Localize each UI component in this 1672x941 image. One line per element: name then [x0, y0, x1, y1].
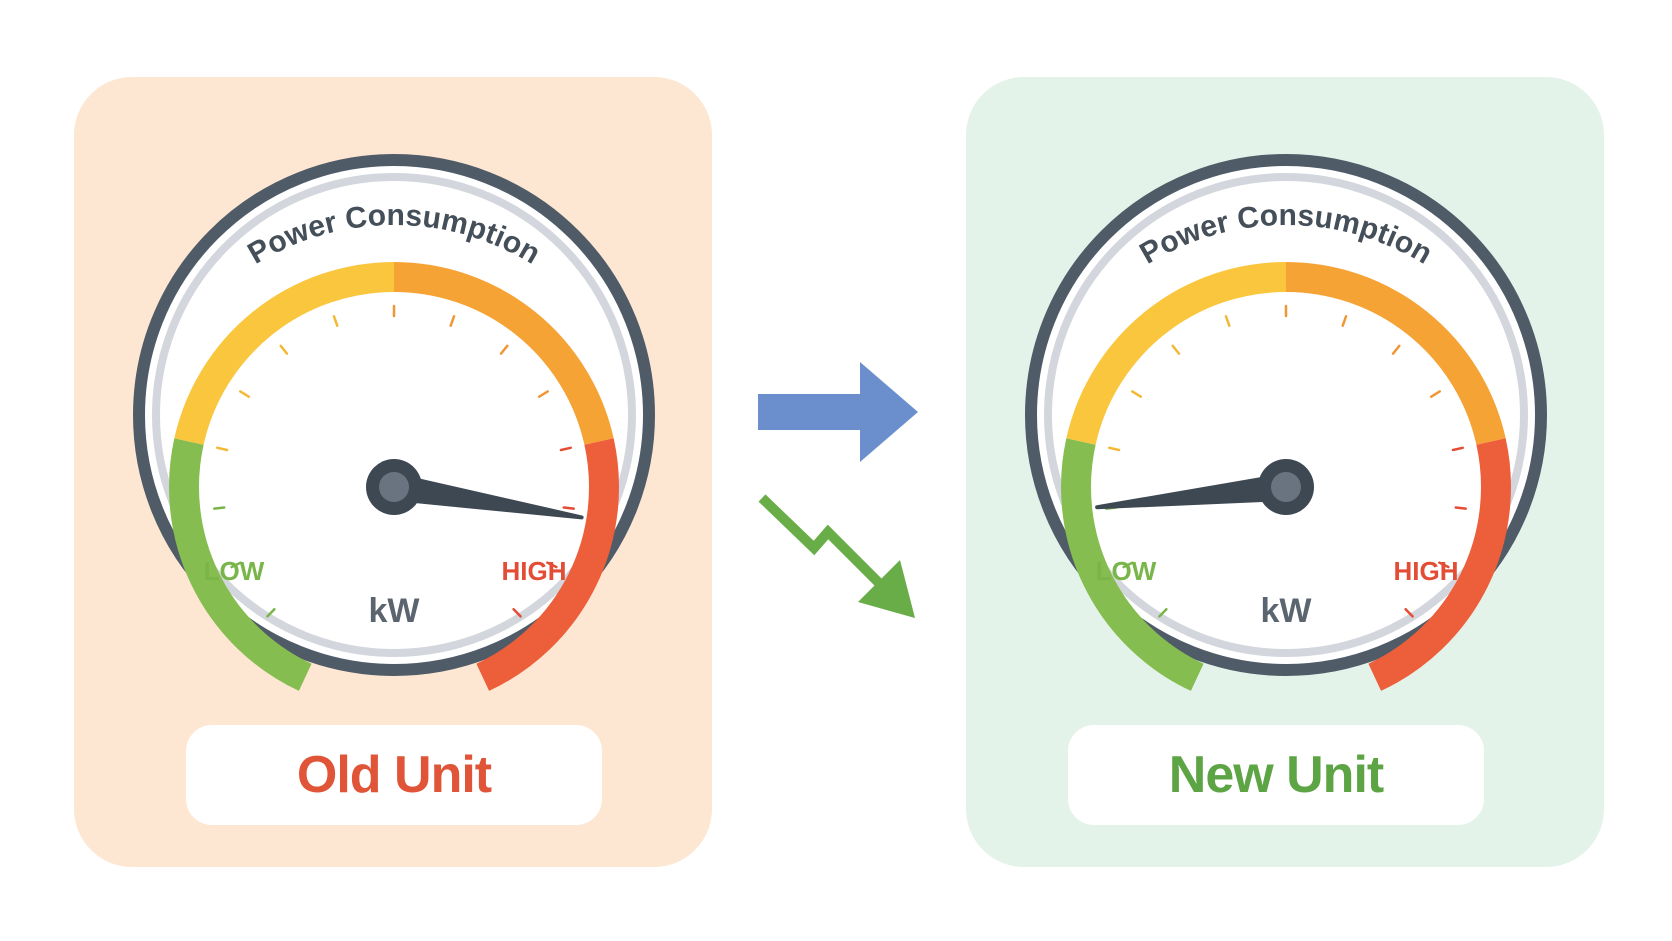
gauge-tick: [537, 390, 549, 398]
new-unit-label: New Unit: [1068, 725, 1484, 825]
gauge-tick: [546, 561, 558, 569]
gauge-arc-segment: [1368, 438, 1511, 691]
gauge-tick: [499, 344, 509, 355]
gauge-tick: [1454, 506, 1467, 510]
new-unit-gauge: Power Consumption LOW HIGH kW: [1025, 154, 1547, 691]
gauge-bezel: [1025, 154, 1547, 676]
gauge-tick: [332, 315, 339, 327]
low-label: LOW: [1096, 556, 1157, 586]
gauge-color-arc: [169, 262, 619, 691]
gauge-arc-segment: [1066, 262, 1287, 445]
unit-label: kW: [369, 592, 421, 630]
needle-hub-cap: [379, 472, 409, 502]
low-label: LOW: [204, 556, 265, 586]
gauge-tick: [266, 607, 276, 618]
gauge-tick: [1131, 390, 1143, 398]
gauge-tick: [1108, 446, 1121, 452]
gauge-inner-ring: [152, 173, 636, 657]
right-arrow-icon: [758, 362, 918, 462]
gauge-ticks: [1105, 304, 1467, 618]
old-unit-label: Old Unit: [186, 725, 602, 825]
gauge-tick: [1451, 446, 1464, 452]
gauge-tick: [1341, 315, 1348, 327]
gauge-color-arc: [1061, 262, 1511, 691]
gauge-arc-segment: [1061, 438, 1204, 691]
gauge-tick: [1391, 344, 1401, 355]
gauge-arc-segment: [174, 262, 395, 445]
gauge-tick: [1224, 315, 1231, 327]
old-unit-label-text: Old Unit: [296, 746, 492, 804]
old-unit-panel: Power Consumption LOW HIGH kW Old Unit: [74, 77, 712, 867]
gauge-ticks: [213, 304, 575, 618]
gauge-tick: [562, 506, 575, 510]
gauge-tick: [1158, 607, 1168, 618]
gauge-tick: [559, 446, 572, 452]
gauge-arc-segment: [169, 438, 312, 691]
gauge-tick: [213, 506, 226, 510]
gauge-tick: [1438, 561, 1450, 569]
gauge-tick: [230, 561, 242, 569]
gauge-tick: [279, 344, 289, 355]
gauge-tick: [1429, 390, 1441, 398]
gauge-tick: [1404, 607, 1414, 618]
gauge-tick: [239, 390, 251, 398]
trend-arrow-head: [858, 560, 915, 618]
downward-trend-arrow-icon: [758, 494, 884, 588]
needle-hub-cap: [1271, 472, 1301, 502]
unit-label: kW: [1261, 592, 1313, 630]
gauge-bezel: [133, 154, 655, 676]
new-unit-panel: Power Consumption LOW HIGH kW New Unit: [966, 77, 1604, 867]
high-label: HIGH: [502, 556, 567, 586]
gauge-arc-segment: [476, 438, 619, 691]
gauge-arc-segment: [393, 262, 614, 445]
gauge-tick: [512, 607, 522, 618]
new-unit-label-text: New Unit: [1168, 746, 1384, 804]
gauge-arc-segment: [1285, 262, 1506, 445]
gauge-inner-ring: [1044, 173, 1528, 657]
gauge-tick: [216, 446, 229, 452]
gauge-tick: [1122, 561, 1134, 569]
gauge-tick: [449, 315, 456, 327]
high-label: HIGH: [1394, 556, 1459, 586]
old-unit-gauge: Power Consumption LOW HIGH kW: [133, 154, 655, 691]
transition-arrows: [758, 362, 918, 618]
gauge-tick: [1171, 344, 1181, 355]
